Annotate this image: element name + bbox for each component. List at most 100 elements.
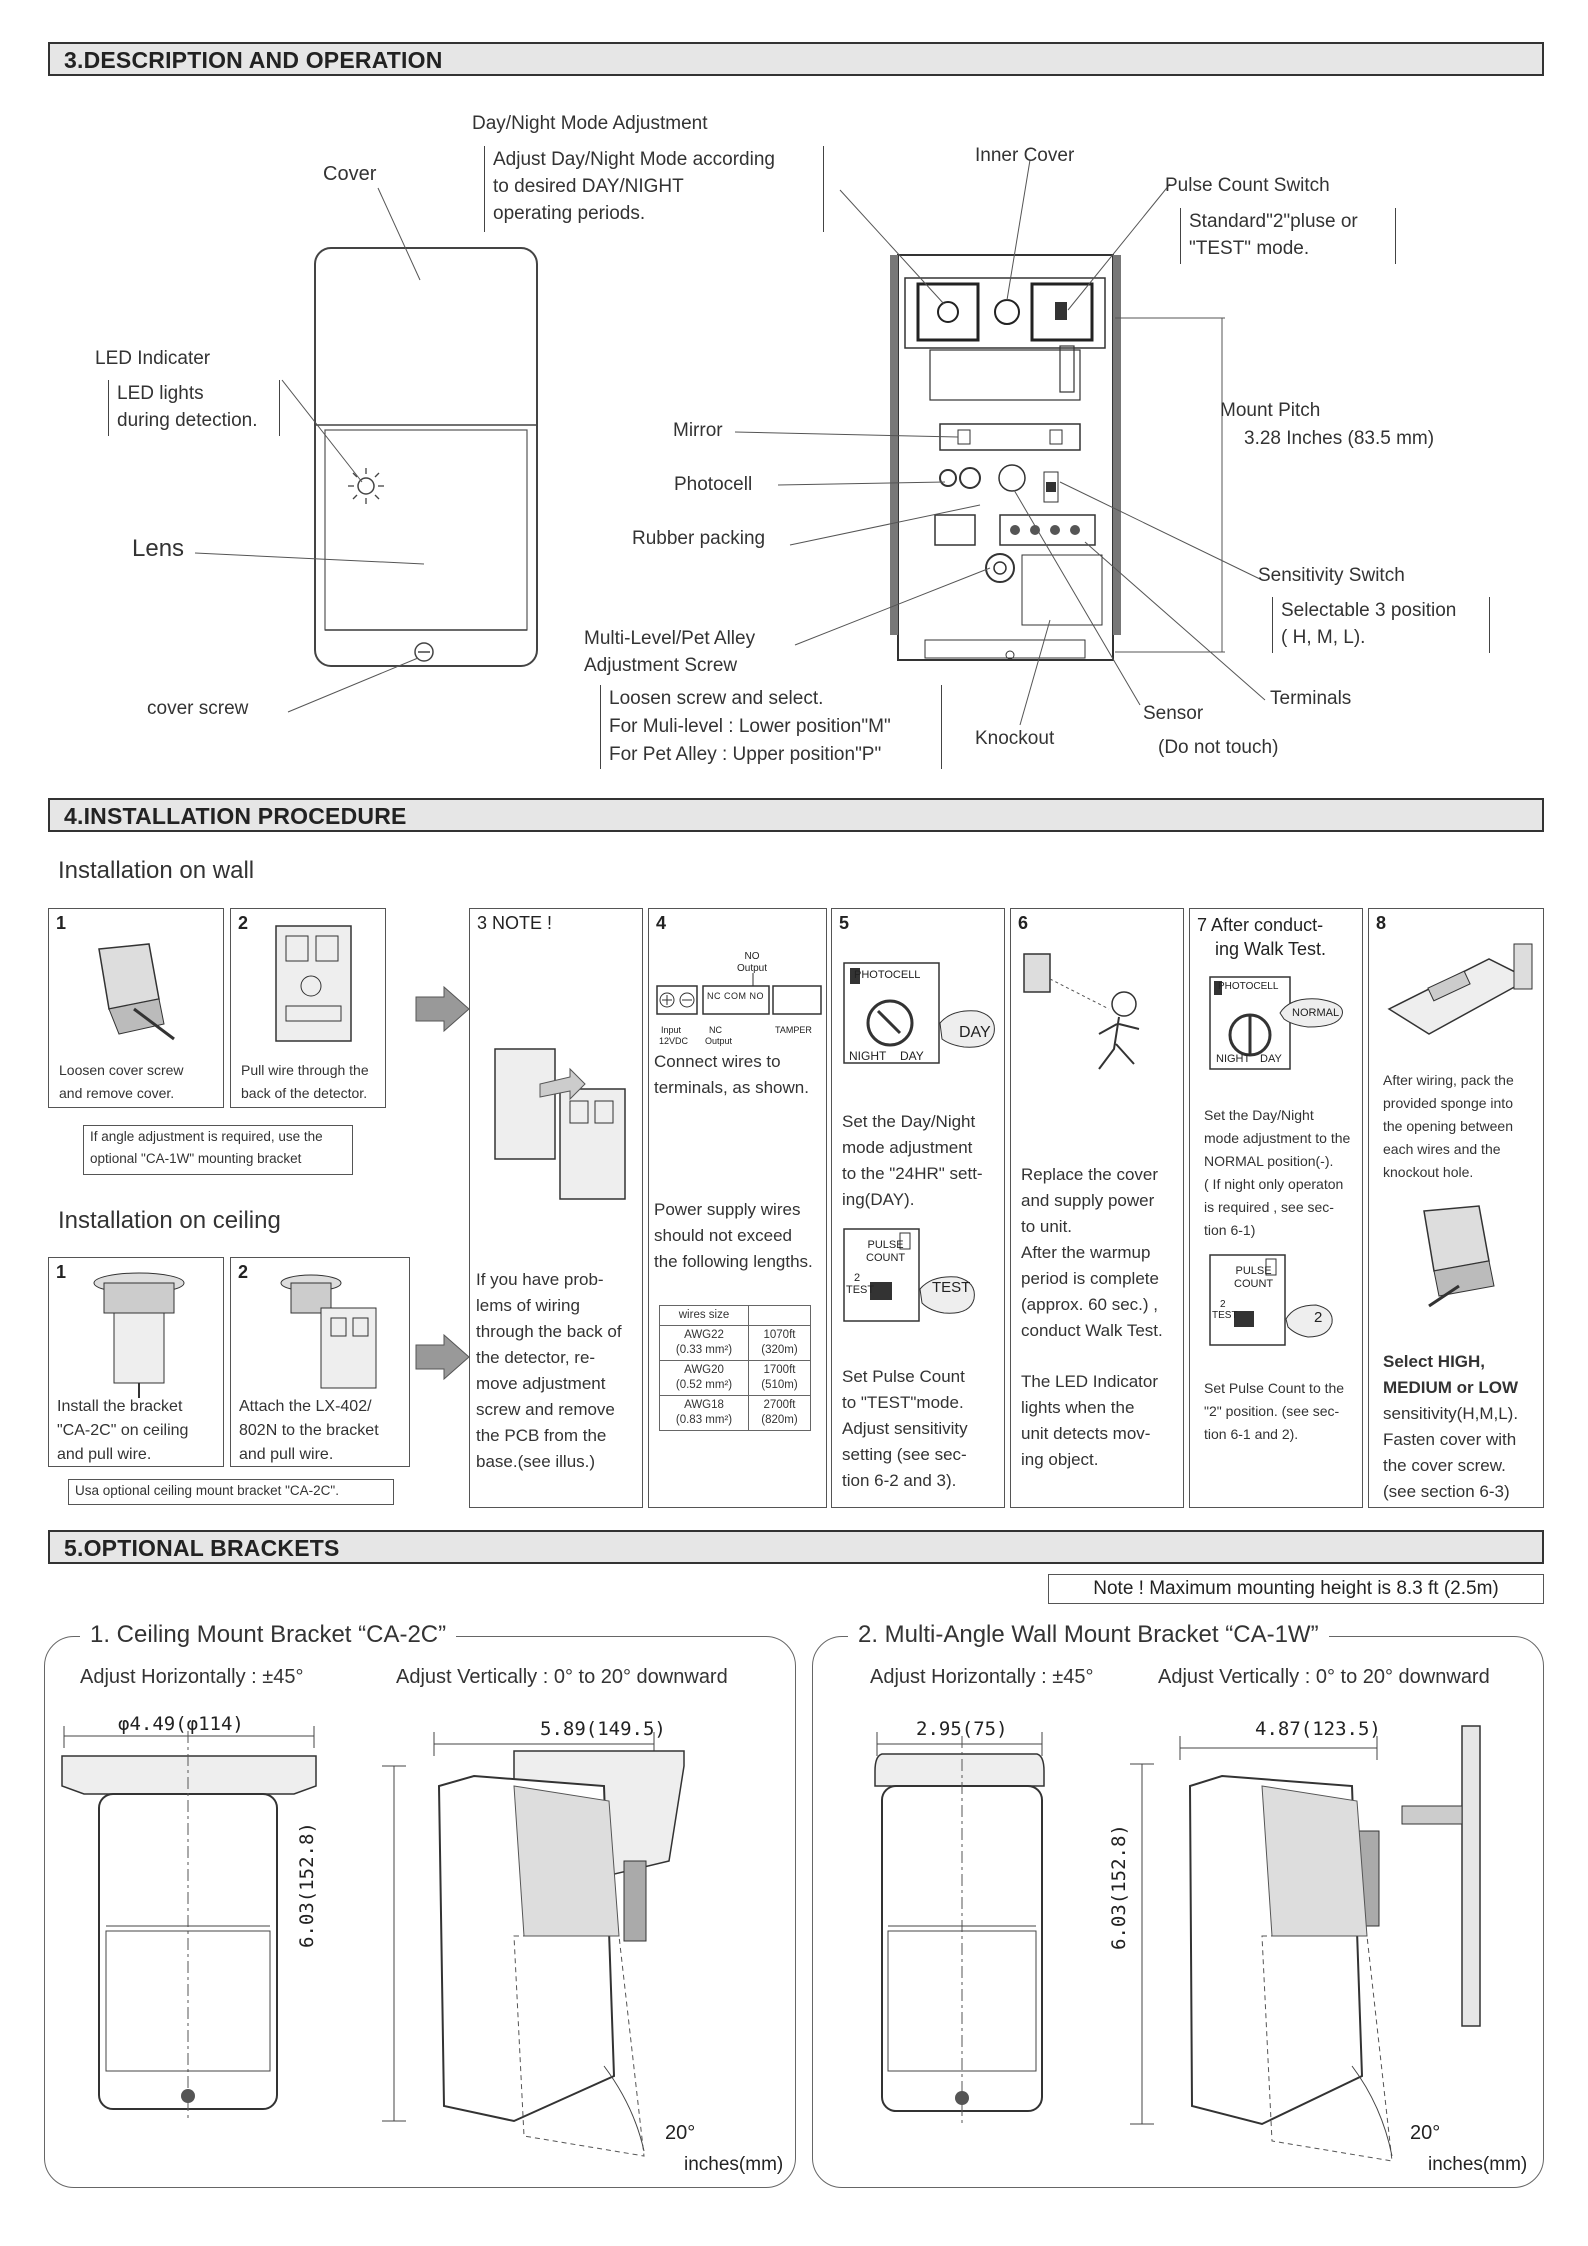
photocell-label: Photocell [674, 474, 753, 495]
line: the cover screw. [1383, 1456, 1506, 1475]
normal-dial-icon [1209, 976, 1343, 1070]
step-4-wiring: 4 NO Output NC COM NO Input 12VDC NC Out… [648, 908, 827, 1508]
step-text: Connect wires to terminals, as shown. [654, 1049, 826, 1101]
line: through the back of [476, 1322, 622, 1341]
step-number: 7 After conduct- ing Walk Test. [1197, 913, 1326, 961]
day-bubble: DAY [959, 1024, 991, 1041]
line: conduct Walk Test. [1021, 1321, 1163, 1340]
line: the detector, re- [476, 1348, 596, 1367]
line: ing object. [1021, 1450, 1099, 1469]
day-night-title: Day/Night Mode Adjustment [472, 113, 708, 134]
line: Fasten cover with [1383, 1430, 1517, 1449]
inner-cover-label: Inner Cover [975, 145, 1075, 166]
line: period is complete [1021, 1269, 1159, 1288]
line: Output [737, 963, 768, 974]
step-text: Pull wire through the back of the detect… [241, 1059, 386, 1105]
arrow-right-icon [415, 985, 470, 1033]
detector-illustration [1423, 1205, 1495, 1308]
section-title: 5.OPTIONAL BRACKETS [64, 1535, 340, 1561]
cell: AWG18 [684, 1399, 724, 1411]
day-text: DAY [900, 1049, 924, 1063]
step-3-note: 3 NOTE ! If you have prob- lems of wirin… [469, 908, 643, 1508]
line: Adjust sensitivity [842, 1419, 968, 1438]
cell: NO [749, 991, 765, 1001]
terminal-cells: NC COM NO [707, 991, 764, 1001]
line: lems of wiring [476, 1296, 580, 1315]
line: Replace the cover [1021, 1165, 1159, 1184]
line: and remove cover. [59, 1085, 175, 1101]
cell: AWG20 [684, 1364, 724, 1376]
line: 7 After conduct- [1197, 915, 1324, 935]
line: Set Pulse Count to the [1204, 1380, 1345, 1396]
line: and pull wire. [57, 1446, 152, 1463]
step-6-walk-test: 6 Replace the cover and supply power to … [1010, 908, 1184, 1508]
line: optional "CA-1W" mounting bracket [90, 1151, 302, 1166]
line: After the warmup [1021, 1243, 1151, 1262]
line: and pull wire. [239, 1446, 334, 1463]
wire-length-table: wires size AWG22(0.33 mm²)1070ft(320m) A… [659, 1305, 811, 1431]
angle-label: 20° [665, 2122, 696, 2144]
line: If angle adjustment is required, use the [90, 1129, 323, 1144]
depth-dimension: 5.89(149.5) [540, 1718, 666, 1740]
line: unit detects mov- [1021, 1424, 1151, 1443]
ceiling-bracket-note: Usa optional ceiling mount bracket "CA-2… [68, 1479, 394, 1505]
line: Loosen cover screw [59, 1062, 184, 1078]
step-text: Set Pulse Count to the "2" position. (se… [1204, 1377, 1362, 1446]
line: LED lights [117, 383, 204, 404]
photocell-text: PHOTOCELL [1218, 981, 1279, 992]
section-title: 3.DESCRIPTION AND OPERATION [64, 47, 443, 73]
line: Adjustment Screw [584, 655, 738, 676]
line: move adjustment [476, 1374, 606, 1393]
line: ( H, M, L). [1281, 627, 1366, 648]
wall-bracket-title: 2. Multi-Angle Wall Mount Bracket “CA-1W… [848, 1621, 1329, 1649]
line: Multi-Level/Pet Alley [584, 628, 756, 649]
ceiling-step-2: 2 Attach the LX-402/ 802N to the bracket… [230, 1257, 410, 1467]
label: 12VDC [659, 1036, 689, 1046]
line: For Pet Alley : Upper position"P" [609, 744, 882, 765]
adjust-vertical-text: Adjust Vertically : 0° to 20° downward [1158, 1666, 1490, 1688]
line: "TEST" mode. [1189, 238, 1310, 259]
line: provided sponge into [1383, 1095, 1513, 1111]
cell: (320m) [761, 1344, 798, 1356]
arrow-right-icon [415, 1333, 470, 1381]
mount-pitch-value: 3.28 Inches (83.5 mm) [1244, 428, 1435, 449]
line: Adjust Day/Night Mode according [493, 149, 775, 170]
cell: (510m) [761, 1379, 798, 1391]
cell: 1070ft [763, 1329, 796, 1341]
label: TAMPER [775, 1025, 812, 1035]
ceiling-step-1: 1 Install the bracket "CA-2C" on ceiling… [48, 1257, 224, 1467]
line: should not exceed [654, 1226, 792, 1245]
line: base.(see illus.) [476, 1452, 596, 1471]
line: the opening between [1383, 1118, 1513, 1134]
line: tion 6-1) [1204, 1222, 1256, 1238]
wiring-illustration [1387, 943, 1533, 1035]
ceiling-install-title: Installation on ceiling [58, 1207, 281, 1234]
wall-bracket-note: If angle adjustment is required, use the… [83, 1125, 353, 1175]
section-header-description: 3.DESCRIPTION AND OPERATION [48, 42, 1544, 76]
step-7-after-walk-test: 7 After conduct- ing Walk Test. PHOTOCEL… [1189, 908, 1363, 1508]
step-number: 1 [56, 913, 67, 933]
two-bubble: 2 [1314, 1309, 1323, 1326]
ceiling-bracket-drawing [61, 1726, 685, 2157]
photocell-text: PHOTOCELL [854, 969, 921, 981]
line: back of the detector. [241, 1085, 368, 1101]
line: the following lengths. [654, 1252, 813, 1271]
rubber-packing-label: Rubber packing [632, 528, 766, 549]
step-text: After wiring, pack the provided sponge i… [1383, 1069, 1543, 1184]
pulse-count-description: Standard"2"pluse or "TEST" mode. [1180, 208, 1396, 264]
day-text: DAY [1260, 1053, 1282, 1065]
normal-bubble: NORMAL [1292, 1007, 1340, 1019]
pulse-count-label: Pulse Count Switch [1165, 175, 1330, 196]
ceiling-bracket-illustration [93, 1272, 185, 1398]
line: (see section 6-3) [1383, 1482, 1510, 1501]
step-text: Install the bracket "CA-2C" on ceiling a… [57, 1395, 222, 1467]
line: ing(DAY). [842, 1190, 915, 1209]
day-night-description: Adjust Day/Night Mode according to desir… [484, 146, 824, 232]
line: COUNT [866, 1252, 906, 1264]
line: to desired DAY/NIGHT [493, 176, 684, 197]
line: Set the Day/Night [1204, 1107, 1314, 1123]
day-night-dial-icon [843, 962, 995, 1064]
step-text: Power supply wires should not exceed the… [654, 1197, 826, 1275]
line: Connect wires to [654, 1052, 781, 1071]
cover-label: Cover [323, 163, 377, 185]
